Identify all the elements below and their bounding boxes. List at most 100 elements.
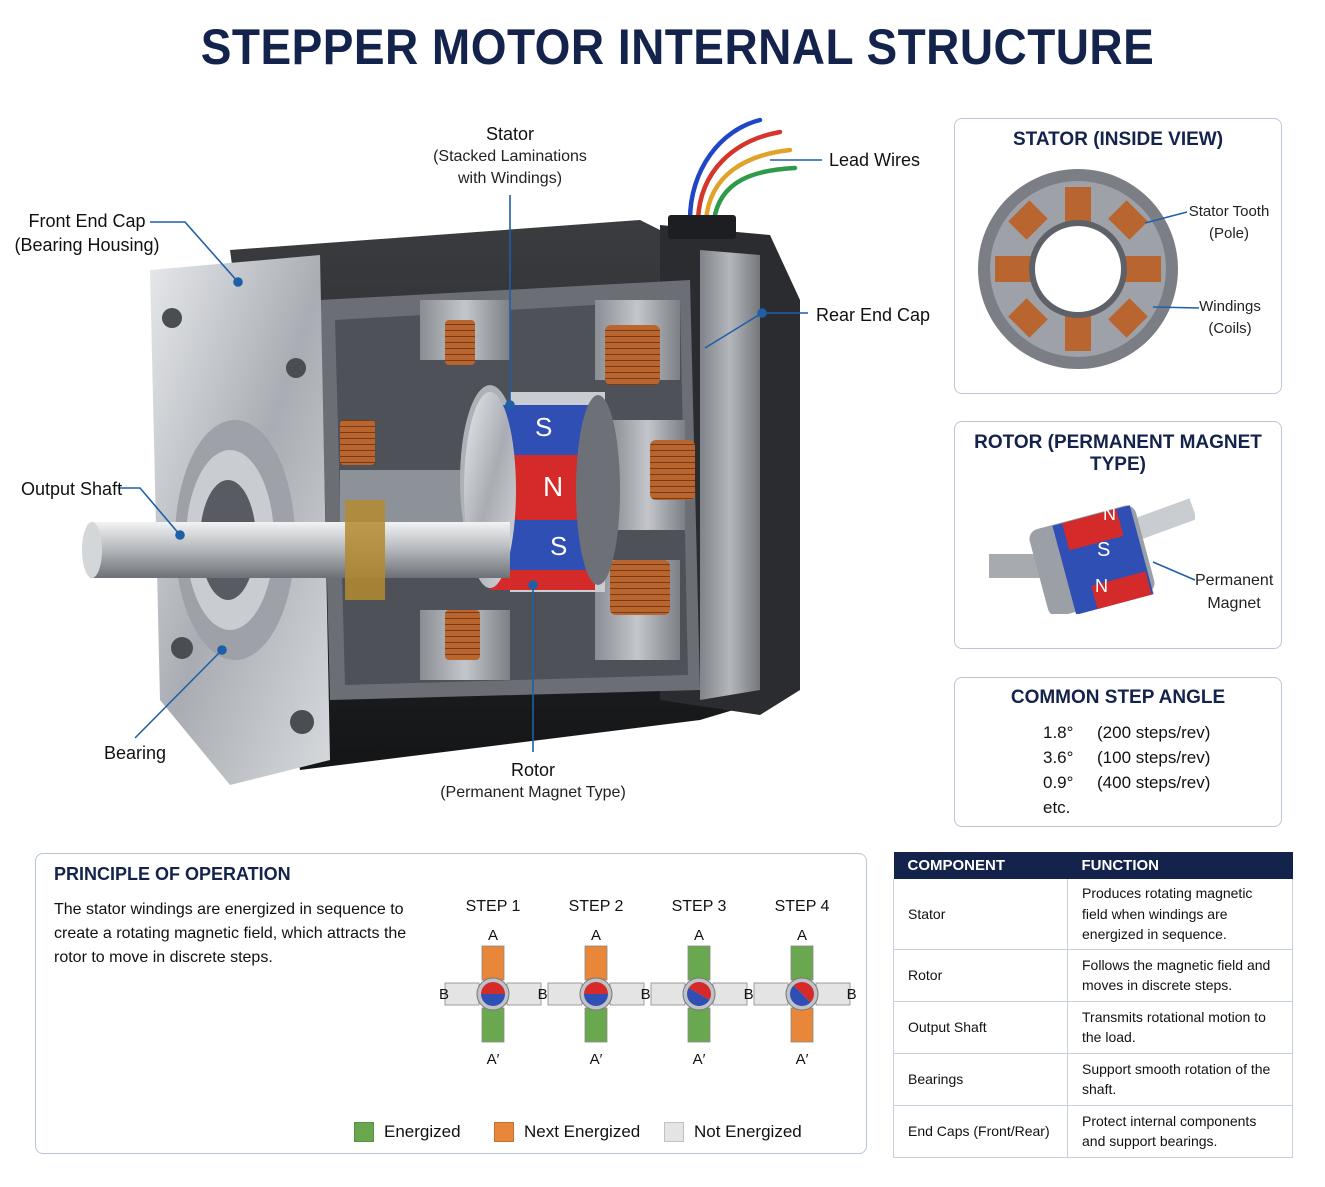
pole-label-right: B′ <box>744 986 754 1003</box>
table-row: End Caps (Front/Rear) Protect internal c… <box>893 1105 1293 1158</box>
stator-windings <box>340 320 695 660</box>
front-end-cap-callout: Front End Cap (Bearing Housing) <box>12 209 162 258</box>
step-diagram: AA′B′ <box>650 927 754 1068</box>
pole-label-top: A <box>797 927 807 944</box>
pole-top <box>584 945 608 981</box>
table-cell-function: Protect internal components and support … <box>1067 1105 1293 1158</box>
rotor-south-half <box>584 994 608 1006</box>
table-header-component: COMPONENT <box>893 852 1068 879</box>
table-cell-component: Bearings <box>893 1053 1068 1106</box>
table-row: Stator Produces rotating magnetic field … <box>893 879 1293 950</box>
windings-label: Windings (Coils) <box>1193 296 1267 340</box>
step-angle-row: 1.8°(200 steps/rev) <box>1043 720 1210 745</box>
step-label: STEP 4 <box>774 898 830 915</box>
table-header-row: COMPONENT FUNCTION <box>893 852 1293 879</box>
rotor-panel-leader <box>1152 561 1196 581</box>
rotor-pole-n: N <box>543 471 563 502</box>
pole-label-top: A <box>591 927 601 944</box>
step-angle-panel: COMMON STEP ANGLE 1.8°(200 steps/rev) 3.… <box>954 677 1282 827</box>
stator-inside-view-panel: STATOR (INSIDE VIEW) Stator Tooth (Pole)… <box>954 118 1282 394</box>
legend-not-energized: Not Energized <box>664 1122 802 1142</box>
step-label: STEP 2 <box>568 898 624 915</box>
permanent-magnet-line2: Magnet <box>1207 595 1261 613</box>
pole-label-right: B′ <box>847 986 857 1003</box>
step-diagram: A A′ B′ <box>547 927 651 1068</box>
rotor-south-half <box>481 994 505 1006</box>
stator-panel-leaders <box>1144 211 1200 309</box>
pole-label-bottom: A′ <box>693 1051 706 1068</box>
pole-right <box>609 982 645 1006</box>
table-cell-component: Stator <box>893 879 1068 950</box>
step-angle-etc: etc. <box>1043 798 1071 817</box>
stator-tooth-label: Stator Tooth (Pole) <box>1183 201 1275 245</box>
lead-wires-callout: Lead Wires <box>829 150 921 170</box>
step-label: STEP 3 <box>671 898 727 915</box>
legend-label: Next Energized <box>524 1122 641 1141</box>
rotor-pole-s-top: S <box>535 412 552 442</box>
step-angle-value: 1.8° <box>1043 723 1074 742</box>
step-diagram: AA′BB′ <box>439 927 548 1068</box>
bearing-callout: Bearing <box>104 743 167 763</box>
stator-callout-sub1: (Stacked Laminations <box>433 148 587 166</box>
permanent-magnet-line1: Permanent <box>1195 572 1274 589</box>
steps-per-rev: (400 steps/rev) <box>1097 773 1211 792</box>
rotor-panel-pole-s: S <box>1097 539 1110 561</box>
legend-swatch <box>664 1122 684 1142</box>
callout-lines <box>118 159 822 752</box>
pole-left <box>547 982 583 1006</box>
pole-left <box>650 982 686 1006</box>
legend-label: Energized <box>384 1122 461 1141</box>
rotor-south-half <box>790 985 811 1006</box>
stator-tooth-line2: (Pole) <box>1208 224 1249 242</box>
pole-left <box>753 982 789 1006</box>
rotor-illustration: N S N <box>989 498 1195 614</box>
rotor-disc <box>481 982 505 1006</box>
stator-tooth-line1: Stator Tooth <box>1188 203 1270 220</box>
legend-swatch <box>354 1122 374 1142</box>
rotor-north-half <box>481 982 505 994</box>
step-angle-list: 1.8°(200 steps/rev) 3.6°(100 steps/rev) … <box>1043 720 1210 820</box>
rotor-disc <box>584 982 608 1006</box>
rotor-north-half <box>584 982 608 994</box>
pole-label-top: A <box>488 927 498 944</box>
stator-callout-title: Stator <box>485 124 535 144</box>
table-row: Output Shaft Transmits rotational motion… <box>893 1001 1293 1054</box>
rotor-pole-s-bottom: S <box>550 531 567 561</box>
page-title: STEPPER MOTOR INTERNAL STRUCTURE <box>200 19 1155 75</box>
pole-label-right: B′ <box>641 986 651 1003</box>
pole-left <box>444 982 480 1006</box>
wire-grommet <box>668 215 736 239</box>
principle-title: PRINCIPLE OF OPERATION <box>54 864 291 884</box>
rotor-callout-title: Rotor <box>510 760 555 780</box>
step-angle-row: 0.9° (400 steps/rev) <box>1043 770 1210 795</box>
steps-per-rev: (100 steps/rev) <box>1097 748 1211 767</box>
pole-label-right: B′ <box>538 986 548 1003</box>
rear-end-cap-callout: Rear End Cap <box>816 305 931 325</box>
pole-label-bottom: A′ <box>796 1051 809 1068</box>
pole-bottom <box>584 1007 608 1043</box>
step-label: STEP 1 <box>465 898 521 915</box>
front-end-cap-line2: (Bearing Housing) <box>14 235 160 256</box>
stator-ring-illustration <box>978 169 1178 369</box>
step-angle-value: 0.9° <box>1043 773 1074 792</box>
rotor-callout-sub: (Permanent Magnet Type) <box>440 784 626 802</box>
rotor-panel-pole-n1: N <box>1103 504 1116 524</box>
motor-cutaway-illustration: S N S <box>82 117 822 785</box>
output-shaft-callout: Output Shaft <box>21 479 123 499</box>
rotor-panel: ROTOR (PERMANENT MAGNET TYPE) N S N Perm… <box>954 421 1282 649</box>
stator-callout-sub2: with Windings) <box>457 169 563 187</box>
table-cell-function: Follows the magnetic field and moves in … <box>1067 949 1293 1002</box>
table-cell-function: Transmits rotational motion to the load. <box>1067 1001 1293 1054</box>
pole-bottom <box>481 1007 505 1043</box>
pole-label-bottom: A′ <box>590 1051 603 1068</box>
pole-top <box>687 945 711 981</box>
stator-panel-title: STATOR (INSIDE VIEW) <box>1012 129 1224 150</box>
rotor-south-half <box>687 988 710 1006</box>
principle-text: The stator windings are energized in seq… <box>54 901 407 966</box>
table-cell-component: Rotor <box>893 949 1068 1002</box>
rotor-callout: Rotor (Permanent Magnet Type) <box>433 758 633 804</box>
rotor-panel-title: ROTOR (PERMANENT MAGNET TYPE) <box>974 432 1262 475</box>
legend-label: Not Energized <box>694 1122 802 1141</box>
output-shaft <box>82 500 510 600</box>
table-row: Rotor Follows the magnetic field and mov… <box>893 949 1293 1002</box>
